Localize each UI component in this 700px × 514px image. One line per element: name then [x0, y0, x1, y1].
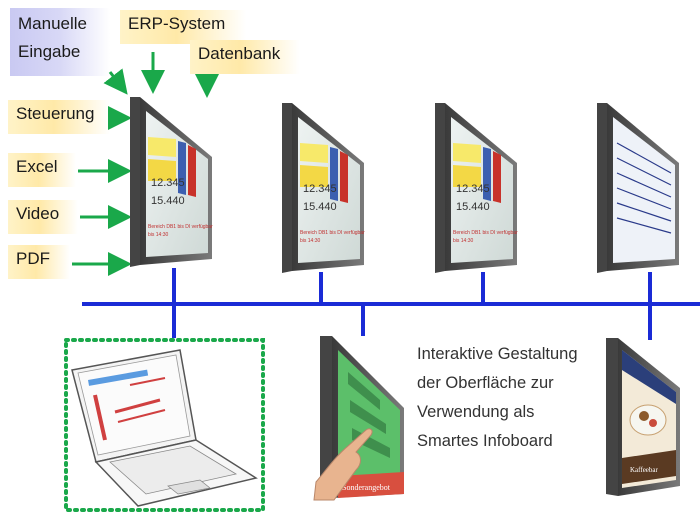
right-screen-title: Kaffeebar — [630, 466, 659, 474]
right-screen: Kaffeebar — [606, 338, 680, 496]
monitor-2-notice: Bereich DB1 bis DI verfügbar — [300, 230, 365, 236]
monitor-3-notice: Bereich DB1 bis DI verfügbar — [453, 230, 518, 236]
arrow-manual — [110, 72, 124, 90]
touch-screen-banner: Sonderangebot — [342, 483, 391, 492]
monitor-2-time: bis 14:30 — [300, 238, 321, 244]
caption-line1: Interaktive Gestaltung — [417, 340, 607, 369]
monitor-4 — [597, 103, 679, 273]
monitor-1-value-bottom: 15.440 — [151, 195, 185, 207]
monitor-2-value-bottom: 15.440 — [303, 201, 337, 213]
caption-line3: Verwendung als — [417, 398, 607, 427]
monitor-3-time: bis 14:30 — [453, 238, 474, 244]
monitor-3-value-top: 12.345 — [456, 183, 490, 195]
monitor-1-notice: Bereich DB1 bis DI verfügbar — [148, 224, 213, 230]
caption-line2: der Oberfläche zur — [417, 369, 607, 398]
laptop — [72, 350, 256, 506]
monitor-3-value-bottom: 15.440 — [456, 201, 490, 213]
caption-line4: Smartes Infoboard — [417, 427, 607, 456]
monitor-2-value-top: 12.345 — [303, 183, 337, 195]
monitor-1-value-top: 12.345 — [151, 177, 185, 189]
caption: Interaktive Gestaltung der Oberfläche zu… — [417, 340, 607, 456]
monitor-1-time: bis 14:30 — [148, 232, 169, 238]
